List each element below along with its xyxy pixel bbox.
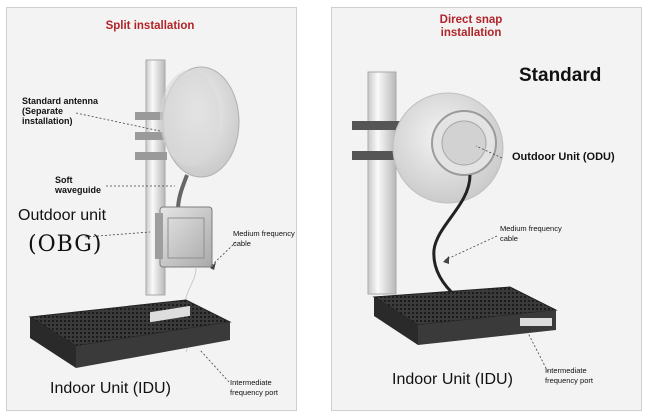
right-pole (367, 71, 397, 295)
left-mount-mid (135, 132, 167, 140)
left-mount-top (135, 112, 167, 120)
right-medium-frequency-cable-label: Medium frequency cable (500, 224, 562, 243)
left-outdoor-unit-label: Outdoor unit (18, 207, 107, 224)
standard-antenna-label: Standard antenna (Separate installation) (22, 96, 99, 126)
soft-waveguide-label: Soft waveguide (55, 175, 102, 195)
left-indoor-unit-label: Indoor Unit (IDU) (50, 380, 171, 397)
obg-label: (OBG) (28, 232, 103, 257)
soft-waveguide (176, 174, 189, 211)
left-panel-title: Split installation (105, 20, 195, 32)
standard-label: Standard (519, 65, 602, 86)
right-panel-title: Direct snap installation (439, 14, 503, 39)
right-outdoor-unit-label: Outdoor Unit (ODU) (512, 151, 615, 163)
left-medium-frequency-cable-label: Medium frequency cable (233, 229, 295, 248)
left-mount-low (135, 152, 167, 160)
left-intermediate-frequency-port-label: Intermediate frequency port (230, 378, 278, 397)
right-mount-bracket (352, 121, 410, 130)
right-intermediate-frequency-port-label: Intermediate frequency port (545, 366, 593, 385)
right-indoor-unit-label: Indoor Unit (IDU) (392, 371, 513, 388)
